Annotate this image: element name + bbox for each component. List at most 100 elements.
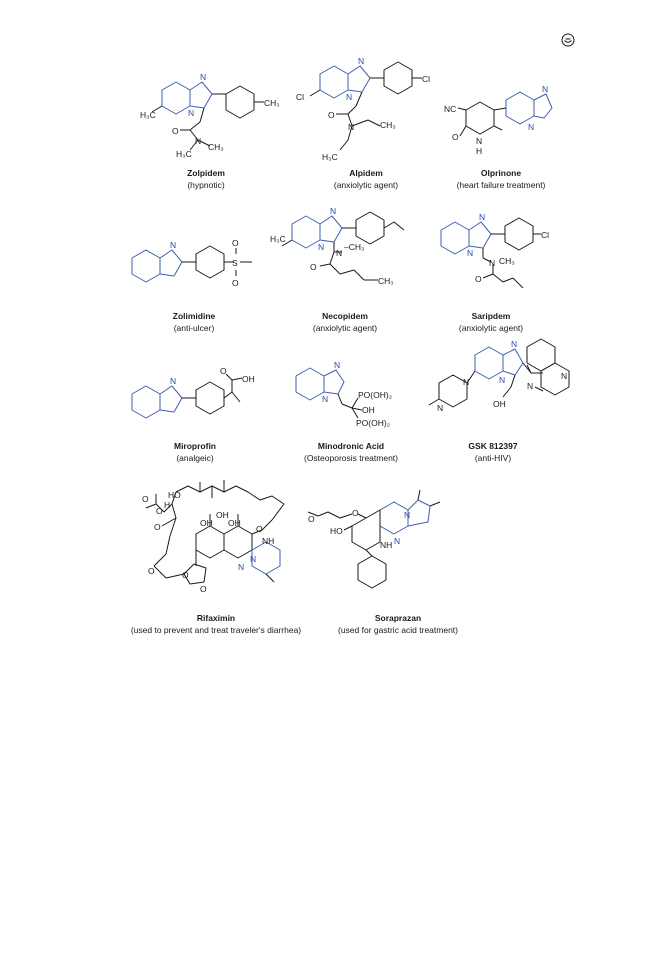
caption-gsk-812397: GSK 812397 (anti-HIV) [393,440,593,464]
svg-text:N: N [511,339,517,349]
svg-text:N: N [318,242,324,252]
svg-text:Cl: Cl [296,92,304,102]
svg-text:H: H [476,146,482,156]
compound-name: Zolimidine [172,311,216,321]
compound-name: Olprinone [480,168,522,178]
svg-text:N: N [476,136,482,146]
caption-necopidem: Necopidem (anxiolytic agent) [245,310,445,334]
compound-name: Miroprofin [173,441,217,451]
structure-miroprofin: N O OH [128,366,278,437]
svg-text:N: N [330,206,336,216]
svg-text:H: H [164,500,170,510]
caption-olprinone: Olprinone (heart failure treatment) [401,167,601,191]
compound-use: (hypnotic) [187,180,225,190]
svg-text:N: N [250,554,256,564]
svg-text:N: N [346,92,352,102]
svg-text:N: N [322,394,328,404]
svg-text:HO: HO [168,490,181,500]
compound-use: (anxiolytic agent) [458,323,524,333]
caption-miroprofin: Miroprofin (analgeic) [95,440,295,464]
compound-name: Alpidem [349,168,383,178]
compound-name: Minodronic Acid [317,441,385,451]
svg-text:OH: OH [242,374,255,384]
compound-name: Soraprazan [374,613,422,623]
svg-text:O: O [452,132,459,142]
svg-text:N: N [394,536,400,546]
svg-text:NH: NH [380,540,392,550]
svg-text:PO(OH)₂: PO(OH)₂ [356,418,390,428]
caption-alpidem: Alpidem (anxiolytic agent) [266,167,466,191]
compound-use: (anti-HIV) [474,453,512,463]
compound-use: (used to prevent and treat traveler's di… [130,625,302,635]
caption-saripdem: Saripdem (anxiolytic agent) [391,310,591,334]
svg-text:OH: OH [216,510,229,520]
svg-text:N: N [336,248,342,258]
svg-text:N: N [404,510,410,520]
svg-text:OH: OH [228,518,241,528]
compound-name: Rifaximin [196,613,236,623]
svg-text:N: N [489,258,495,268]
svg-text:CH₃: CH₃ [380,120,396,130]
svg-text:N: N [499,375,505,385]
svg-text:O: O [328,110,335,120]
svg-text:O: O [310,262,317,272]
svg-text:S: S [232,258,238,268]
structure-gsk-812397: N N N N OH N N [423,335,573,435]
svg-text:NH: NH [262,536,274,546]
structure-necopidem: N N H₃C N –CH₃ O CH₃ [270,200,420,305]
svg-text:O: O [308,514,315,524]
svg-text:N: N [467,248,473,258]
compound-use: (anti-ulcer) [173,323,215,333]
svg-text:N: N [527,381,533,391]
compound-name: GSK 812397 [468,441,518,451]
structure-olprinone: NC O N H N N [444,82,574,162]
svg-text:O: O [352,508,359,518]
svg-text:O: O [148,566,155,576]
compound-use: (anxiolytic agent) [312,323,378,333]
svg-text:O: O [182,570,189,580]
compound-use: (anxiolytic agent) [333,180,399,190]
svg-text:N: N [170,240,176,250]
svg-text:CH₃: CH₃ [208,142,224,152]
svg-text:O: O [142,494,149,504]
publisher-logo-icon [561,33,575,47]
compound-name: Saripdem [471,311,511,321]
svg-text:O: O [220,366,227,376]
svg-text:N: N [561,371,567,381]
svg-text:O: O [172,126,179,136]
structure-rifaximin: HO H O O O O OH OH OH O NH O O N N [134,474,304,604]
caption-zolpidem: Zolpidem (hypnotic) [106,167,306,191]
svg-text:H₃C: H₃C [140,110,156,120]
svg-text:N: N [348,122,354,132]
svg-text:H₃C: H₃C [322,152,338,162]
compound-name: Zolpidem [187,168,225,178]
svg-text:PO(OH)₂: PO(OH)₂ [358,390,392,400]
caption-soraprazan: Soraprazan (used for gastric acid treatm… [298,612,498,636]
svg-text:Cl: Cl [541,230,549,240]
svg-text:O: O [232,238,239,248]
svg-text:O: O [200,584,207,594]
svg-text:N: N [542,84,548,94]
svg-text:CH₃: CH₃ [499,256,515,266]
svg-text:NC: NC [444,104,456,114]
structure-alpidem: N N Cl Cl O N CH₃ H₃C [296,56,446,167]
svg-text:O: O [232,278,239,288]
svg-text:Cl: Cl [422,74,430,84]
svg-text:N: N [463,377,469,387]
svg-text:N: N [195,136,201,146]
svg-text:N: N [358,56,364,66]
structure-saripdem: N N Cl N CH₃ O [437,212,567,308]
caption-zolimidine: Zolimidine (anti-ulcer) [94,310,294,334]
svg-text:O: O [256,524,263,534]
structure-zolimidine: N S O O [128,236,258,296]
compound-use: (Osteoporosis treatment) [303,453,398,463]
svg-text:N: N [238,562,244,572]
compound-use: (heart failure treatment) [456,180,546,190]
svg-text:O: O [475,274,482,284]
svg-text:N: N [170,376,176,386]
svg-text:OH: OH [362,405,375,415]
svg-text:CH₃: CH₃ [264,98,280,108]
svg-text:N: N [528,122,534,132]
structure-zolpidem: N N H₃C CH₃ O N H₃C CH₃ [140,62,290,162]
